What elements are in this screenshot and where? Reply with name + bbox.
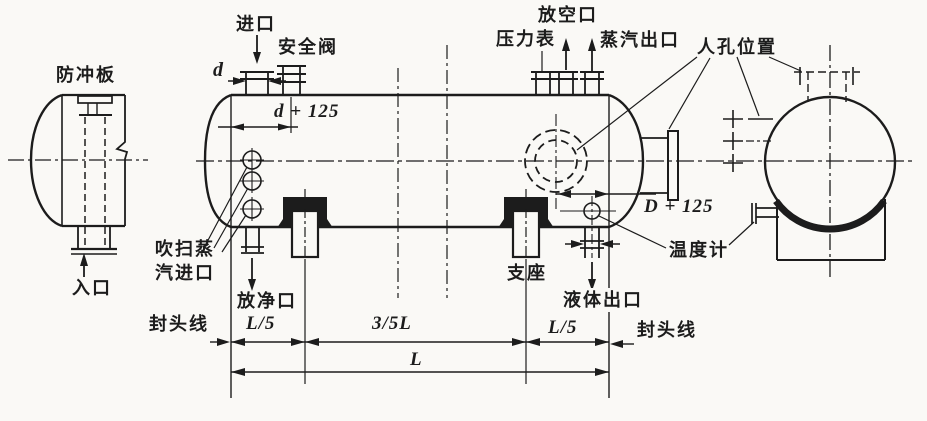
inlet-top-label: 进口 [236,14,276,34]
liquid-outlet-nozzle [565,227,620,291]
dim-L-label: L [410,349,423,370]
right-head [608,93,645,229]
drain-nozzle [241,227,264,291]
saddle-left [277,189,333,384]
left-end-view [29,93,129,277]
left-head [203,93,232,229]
steam-outlet-nozzle [580,71,604,95]
safety-valve-label: 安全阀 [278,37,338,57]
vent-nozzle [554,71,578,95]
liquid-outlet-down-arrow [588,279,596,291]
inlet-arrow [80,253,88,277]
label-arrows-top [253,35,596,71]
dim-D-plus-125 [556,190,656,198]
right-end-view [723,67,897,261]
saddle-right [498,189,554,384]
inlet-nozzle [240,71,274,95]
purge-steam-inlet-ports [205,148,264,253]
steam-outlet-up-arrow [588,38,596,51]
dim-L5-left-label: L/5 [246,313,276,334]
dim-d [228,77,286,85]
anti-impact-plate-label: 防冲板 [56,65,116,85]
hidden-riser-pipe [84,117,106,247]
purge-leaders [205,166,249,253]
end-view-saddle [773,198,887,261]
manhole-circle [524,114,588,209]
alternate-manhole-position-marks [723,110,773,172]
head-line-left-label: 封头线 [149,314,209,334]
top-nozzles [240,51,604,95]
pressure-gauge-nozzle [531,51,555,95]
head-line-left-arrow [217,338,230,346]
dim-d-plus-125 [218,97,298,133]
dim-35L-label: 3/5L [372,313,412,334]
head-line-right-label: 封头线 [637,320,697,340]
inlet-down-arrow [253,52,261,64]
safety-valve-nozzle [277,65,306,95]
drain-port-label: 放净口 [237,291,297,311]
dim-d-label: d [213,59,224,81]
inlet-bottom-label: 入口 [72,278,112,298]
impingement-plate [77,95,113,116]
dimension-chain [210,338,634,376]
steam-outlet-label: 蒸汽出口 [600,30,680,50]
pressure-gauge-label: 压力表 [496,29,556,49]
thermometer-label: 温度计 [669,240,729,260]
drain-down-arrow [248,279,256,291]
manhole-position-leaders [576,56,802,151]
thermometer-leader-right [728,221,755,246]
end-view-thermometer-nozzle [751,203,779,224]
manhole-position-label: 人孔位置 [697,37,777,57]
bottom-inlet-nozzle [71,226,117,255]
vent-port-label: 放空口 [538,5,598,25]
dim-d-plus-125-label: d + 125 [274,101,340,122]
vent-up-arrow [562,38,570,51]
end-view-manhole-nozzle [794,67,860,102]
main-vessel-outline [203,93,645,398]
support-saddle-label: 支座 [507,263,547,283]
head-flange-nozzle [640,130,679,201]
left-view-head-curve [29,93,63,228]
break-line [115,95,129,226]
dim-D-plus-125-label: D + 125 [644,196,714,217]
thermometer-leader-left [598,215,667,249]
head-line-right-arrow [610,340,623,348]
dim-L5-right-label: L/5 [548,317,578,338]
purge-steam-inlet-label: 吹扫蒸 汽进口 [155,239,215,283]
liquid-outlet-label: 液体出口 [560,288,646,312]
